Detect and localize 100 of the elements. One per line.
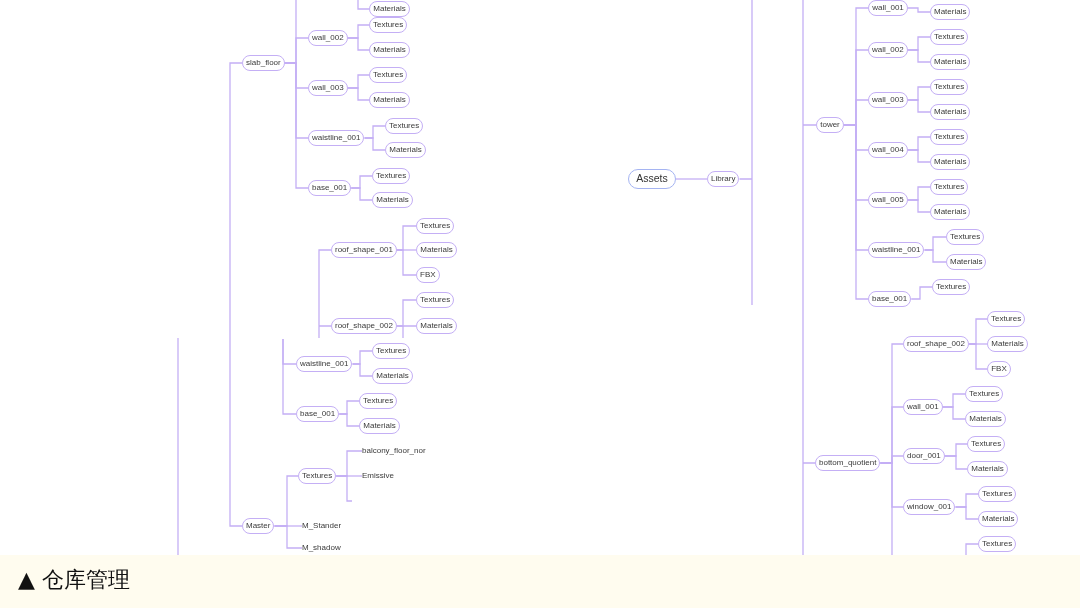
topic-node: Textures: [385, 118, 424, 134]
topic-node: roof_shape_002: [331, 318, 397, 334]
topic-node: Materials: [372, 368, 413, 384]
connector-line: [282, 338, 297, 415]
connector-line: [843, 124, 869, 300]
topic-node: Textures: [930, 29, 969, 45]
topic-node: Textures: [946, 229, 985, 245]
connector-line: [318, 249, 332, 301]
topic-node: roof_shape_001: [331, 242, 397, 258]
topic-node: Materials: [930, 204, 971, 220]
connector-line: [802, 0, 817, 306]
topic-node: Textures: [369, 17, 408, 33]
topic-node: Textures: [930, 79, 969, 95]
topic-node: bottom_quotient: [815, 455, 881, 471]
topic-node: Textures: [416, 218, 455, 234]
connector-line: [906, 49, 931, 63]
topic-node: waistline_001: [308, 130, 365, 146]
topic-node: base_001: [868, 291, 912, 307]
topic-node: wall_005: [868, 192, 908, 208]
topic-node: Textures: [930, 179, 969, 195]
connector-line: [351, 363, 373, 377]
topic-node: Materials: [359, 418, 400, 434]
connector-line: [363, 137, 386, 151]
topic-node: Materials: [930, 104, 971, 120]
topic-node: wall_004: [868, 142, 908, 158]
node-label: Emissive: [362, 471, 394, 481]
root-node: Assets: [628, 169, 676, 189]
topic-node: Textures: [978, 486, 1017, 502]
topic-node: Materials: [967, 461, 1008, 477]
topic-node: Textures: [965, 386, 1004, 402]
connector-line: [906, 99, 931, 113]
topic-node: Materials: [385, 142, 426, 158]
connector-line: [941, 406, 966, 420]
topic-node: Materials: [369, 42, 410, 58]
topic-node: Materials: [372, 192, 413, 208]
topic-node: wall_001: [868, 0, 908, 16]
connector-line: [906, 199, 931, 213]
connector-line: [910, 286, 933, 300]
topic-node: Textures: [967, 436, 1006, 452]
topic-node: Textures: [298, 468, 337, 484]
connector-line: [346, 87, 370, 101]
connector-line: [338, 413, 360, 427]
connector-line: [906, 149, 931, 163]
connector-line: [396, 325, 417, 339]
topic-node: base_001: [308, 180, 352, 196]
topic-node: wall_002: [868, 42, 908, 58]
node-label: balcony_floor_nor: [362, 446, 426, 456]
topic-node: Textures: [372, 168, 411, 184]
topic-node: Textures: [369, 67, 408, 83]
caption: ▲ 仓库管理: [18, 566, 130, 594]
topic-node: Materials: [416, 318, 457, 334]
connector-line: [954, 506, 979, 520]
connector-line: [802, 304, 816, 556]
connector-line: [968, 343, 988, 370]
connector-line: [229, 62, 243, 301]
topic-node: wall_002: [308, 30, 348, 46]
connector-line: [944, 455, 968, 470]
topic-node: base_001: [296, 406, 340, 422]
topic-node: Materials: [965, 411, 1006, 427]
topic-node: FBX: [416, 267, 440, 283]
topic-node: Materials: [930, 54, 971, 70]
connector-line: [346, 37, 370, 51]
connector-line: [357, 0, 370, 10]
topic-node: roof_shape_002: [903, 336, 969, 352]
topic-node: Textures: [372, 343, 411, 359]
connector-line: [318, 299, 332, 339]
topic-node: Library: [707, 171, 740, 187]
connector-line: [675, 178, 708, 180]
topic-node: Textures: [932, 279, 971, 295]
topic-node: Textures: [416, 292, 455, 308]
topic-node: window_001: [903, 499, 956, 515]
connector-line: [738, 0, 753, 306]
topic-node: Textures: [930, 129, 969, 145]
node-label: M_Stander: [302, 521, 342, 531]
topic-node: Materials: [946, 254, 987, 270]
topic-node: door_001: [903, 448, 945, 464]
topic-node: Textures: [978, 536, 1017, 552]
topic-node: Materials: [369, 92, 410, 108]
topic-node: waistline_001: [296, 356, 353, 372]
connector-line: [879, 462, 893, 556]
topic-node: FBX: [987, 361, 1011, 377]
topic-node: Materials: [416, 242, 457, 258]
connector-line: [335, 475, 353, 502]
connector-line: [965, 543, 979, 556]
connector-line: [273, 525, 303, 549]
topic-node: wall_003: [868, 92, 908, 108]
topic-node: Materials: [930, 4, 971, 20]
topic-node: wall_003: [308, 80, 348, 96]
topic-node: slab_floor: [242, 55, 285, 71]
topic-node: Textures: [359, 393, 398, 409]
topic-node: Materials: [987, 336, 1028, 352]
topic-node: waistline_001: [868, 242, 925, 258]
node-label: M_shadow: [302, 543, 341, 553]
topic-node: Materials: [978, 511, 1019, 527]
topic-node: Textures: [987, 311, 1026, 327]
topic-node: wall_001: [903, 399, 943, 415]
connector-line: [923, 249, 947, 263]
topic-node: Master: [242, 518, 275, 534]
topic-node: Materials: [930, 154, 971, 170]
connector-line: [350, 187, 373, 201]
